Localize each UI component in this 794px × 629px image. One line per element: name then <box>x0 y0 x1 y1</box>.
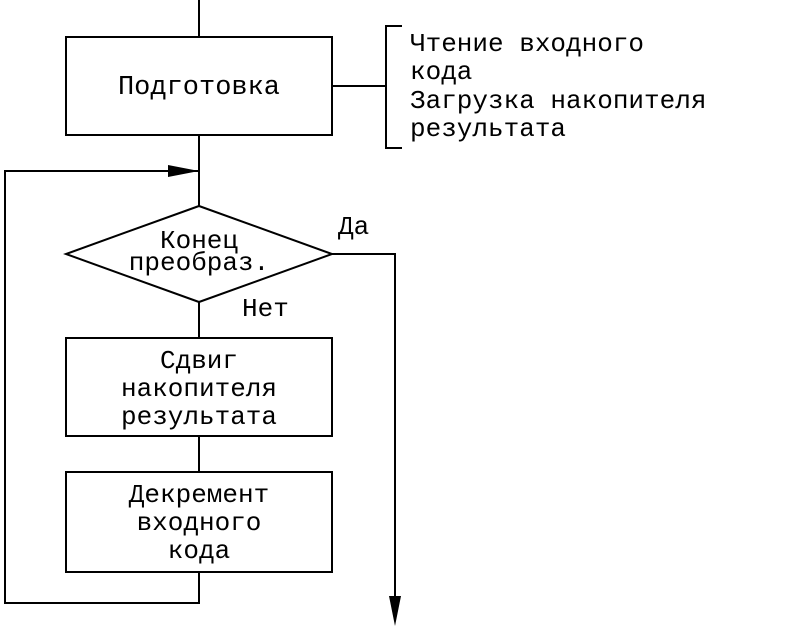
comment-line-3: Загрузка накопителя <box>410 86 706 116</box>
shift-line-1: Сдвиг <box>160 346 238 376</box>
comment-line-1: Чтение входного <box>410 29 644 59</box>
decision-line-1: Конец <box>160 226 238 256</box>
yes-label: Да <box>338 212 369 242</box>
decrement-line-2: входного <box>137 508 262 538</box>
decrement-line-3: кода <box>168 536 230 566</box>
comment-bracket <box>385 25 402 149</box>
loop-back-line <box>4 170 200 604</box>
decision-line-2: преобраз. <box>129 248 269 278</box>
yes-branch-line <box>332 253 396 600</box>
decrement-box: Декремент входного кода <box>65 471 333 573</box>
exit-arrow-head <box>389 596 401 626</box>
prep-box-label: Подготовка <box>118 73 280 103</box>
shift-line-2: накопителя <box>121 374 277 404</box>
comment-text: Чтение входного кода Загрузка накопителя… <box>410 29 706 144</box>
prep-box: Подготовка <box>65 36 333 136</box>
shift-line-3: результата <box>121 402 277 432</box>
decrement-line-1: Декремент <box>129 480 269 510</box>
no-label: Нет <box>242 294 289 324</box>
comment-line-4: результата <box>410 114 566 144</box>
comment-line-2: кода <box>410 57 472 87</box>
decision-diamond: Конец преобраз. <box>63 204 335 304</box>
loop-arrow-head <box>168 165 199 177</box>
shift-box: Сдвиг накопителя результата <box>65 337 333 437</box>
